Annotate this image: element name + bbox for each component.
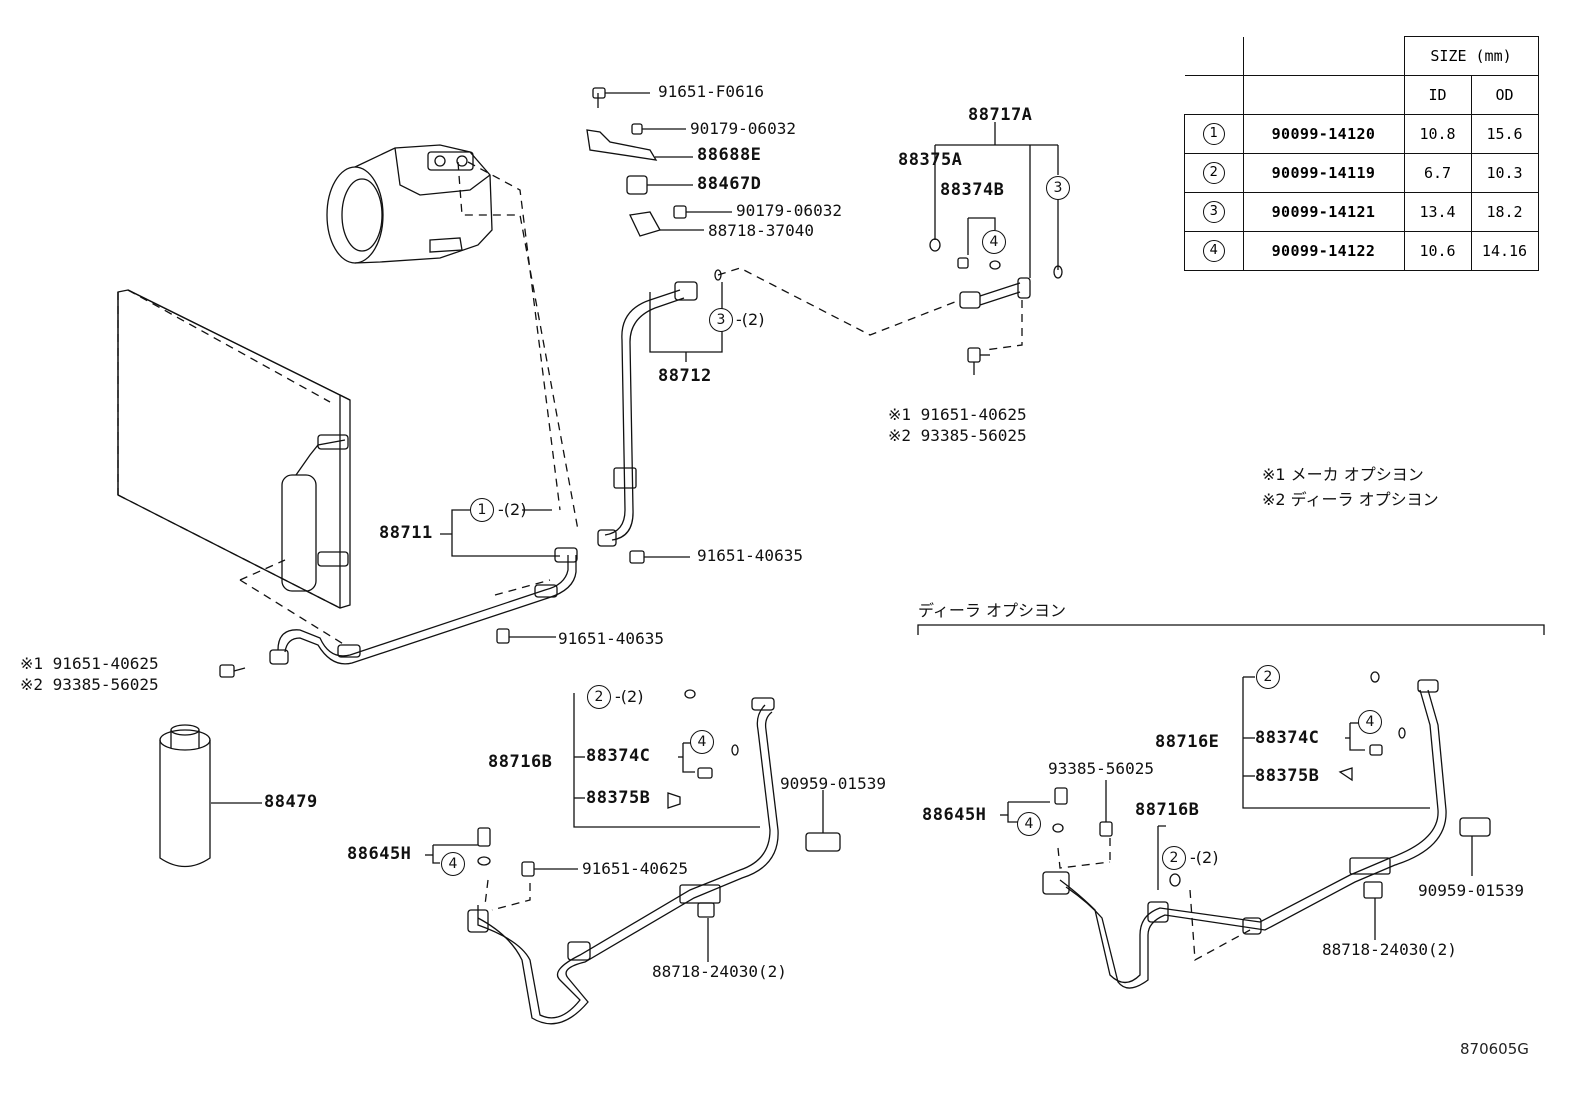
receiver-drawing <box>159 724 262 868</box>
part-label-88688e: 88688E <box>697 145 762 165</box>
ref-label-left-2: ※2 93385-56025 <box>20 675 159 694</box>
compressor-drawing <box>326 144 493 264</box>
row-part: 90099-14121 <box>1242 192 1405 232</box>
dealer-part-label-93385-56025: 93385-56025 <box>1048 759 1154 778</box>
legend-line-1: ※1 メーカ オプシヨン <box>1262 465 1424 484</box>
diagram-id: 870605G <box>1460 1040 1529 1058</box>
dealer-part-label-88716e: 88716E <box>1155 732 1220 752</box>
bolts-drawing <box>219 550 690 877</box>
part-label-88718-24030: 88718-24030(2) <box>652 962 787 981</box>
part-label-88375b: 88375B <box>586 788 651 808</box>
part-label-88374b: 88374B <box>940 180 1005 200</box>
circle-ref-2: 2 <box>587 685 611 709</box>
circle-ref-4-c: 4 <box>441 852 465 876</box>
table-row: 2 90099-14119 6.7 10.3 <box>1184 153 1539 193</box>
col-od-header: OD <box>1470 75 1539 115</box>
row-circle: 2 <box>1202 162 1225 184</box>
ref-label-left-1: ※1 91651-40625 <box>20 654 159 673</box>
leader-lines <box>440 93 723 557</box>
part-label-88716b: 88716B <box>488 752 553 772</box>
dealer-circle-ref-2-a: 2 <box>1256 665 1280 689</box>
ref-label-right-2: ※2 93385-56025 <box>888 426 1027 445</box>
dealer-option-title: ディーラ オプシヨン <box>918 601 1066 620</box>
dealer-part-label-88374c: 88374C <box>1255 728 1320 748</box>
ref-label-right-1: ※1 91651-40625 <box>888 405 1027 424</box>
dealer-part-label-88375b: 88375B <box>1255 766 1320 786</box>
qty-3: -(2) <box>736 310 765 329</box>
row-id: 10.6 <box>1403 231 1472 271</box>
part-label-91651-40635-a: 91651-40635 <box>697 546 803 565</box>
row-part: 90099-14120 <box>1242 114 1405 154</box>
part-label-88718-37040: 88718-37040 <box>708 221 814 240</box>
part-label-88645h: 88645H <box>347 844 412 864</box>
pipe-88712-drawing <box>597 281 698 547</box>
circle-ref-3-hose: 3 <box>1046 176 1070 200</box>
dealer-option-drawing <box>1000 671 1491 989</box>
dashed-guides <box>117 161 1251 962</box>
part-label-88374c: 88374C <box>586 746 651 766</box>
part-label-88375a: 88375A <box>898 150 963 170</box>
row-circle: 4 <box>1202 240 1225 262</box>
part-label-88479: 88479 <box>264 792 318 812</box>
condenser-drawing <box>117 289 351 609</box>
row-od: 10.3 <box>1470 153 1539 193</box>
part-label-91651-40625: 91651-40625 <box>582 859 688 878</box>
part-label-88717a: 88717A <box>968 105 1033 125</box>
dealer-circle-ref-4-b: 4 <box>1017 812 1041 836</box>
row-part: 90099-14119 <box>1242 153 1405 193</box>
dealer-circle-ref-2-b: 2 <box>1162 846 1186 870</box>
circle-ref-3: 3 <box>709 308 733 332</box>
dealer-part-label-88718-24030: 88718-24030(2) <box>1322 940 1457 959</box>
table-row: 1 90099-14120 10.8 15.6 <box>1184 114 1539 154</box>
circle-ref-1: 1 <box>470 498 494 522</box>
table-row: 4 90099-14122 10.6 14.16 <box>1184 231 1539 271</box>
qty-1: -(2) <box>498 500 527 519</box>
row-id: 10.8 <box>1403 114 1472 154</box>
part-label-91651-f0616: 91651-F0616 <box>658 82 764 101</box>
row-circle: 1 <box>1202 123 1225 145</box>
part-label-88712: 88712 <box>658 366 712 386</box>
row-od: 15.6 <box>1470 114 1539 154</box>
row-part: 90099-14122 <box>1242 231 1405 271</box>
pipe-88711-drawing <box>269 547 578 665</box>
col-id-header: ID <box>1403 75 1472 115</box>
row-od: 18.2 <box>1470 192 1539 232</box>
hose-88717a-drawing <box>714 122 1063 375</box>
dealer-qty-2: -(2) <box>1190 848 1219 867</box>
legend-line-2: ※2 ディーラ オプシヨン <box>1262 490 1439 509</box>
row-circle: 3 <box>1202 201 1225 223</box>
part-label-90179-06032-b: 90179-06032 <box>736 201 842 220</box>
part-label-88467d: 88467D <box>697 174 762 194</box>
part-label-88711: 88711 <box>379 523 433 543</box>
part-label-90179-06032-a: 90179-06032 <box>690 119 796 138</box>
bracket-stack-drawing <box>586 87 732 237</box>
circle-ref-4-b: 4 <box>690 730 714 754</box>
row-id: 6.7 <box>1403 153 1472 193</box>
size-table-subheader-row: ID OD <box>1184 75 1539 115</box>
circle-ref-4-hose: 4 <box>982 230 1006 254</box>
dealer-part-label-88716b: 88716B <box>1135 800 1200 820</box>
part-label-90959-01539: 90959-01539 <box>780 774 886 793</box>
dealer-part-label-90959-01539: 90959-01539 <box>1418 881 1524 900</box>
part-label-91651-40635-b: 91651-40635 <box>558 629 664 648</box>
dealer-circle-ref-4-a: 4 <box>1358 710 1382 734</box>
size-table: SIZE (mm) ID OD 1 90099-14120 10.8 15.6 … <box>1184 36 1539 271</box>
pipe-88716b-drawing <box>425 689 841 1025</box>
table-row: 3 90099-14121 13.4 18.2 <box>1184 192 1539 232</box>
size-table-header-row: SIZE (mm) <box>1184 36 1539 76</box>
dealer-option-bracket <box>917 624 1545 635</box>
qty-2: -(2) <box>615 687 644 706</box>
dealer-part-label-88645h: 88645H <box>922 805 987 825</box>
row-od: 14.16 <box>1470 231 1539 271</box>
row-id: 13.4 <box>1403 192 1472 232</box>
size-header: SIZE (mm) <box>1403 36 1539 76</box>
